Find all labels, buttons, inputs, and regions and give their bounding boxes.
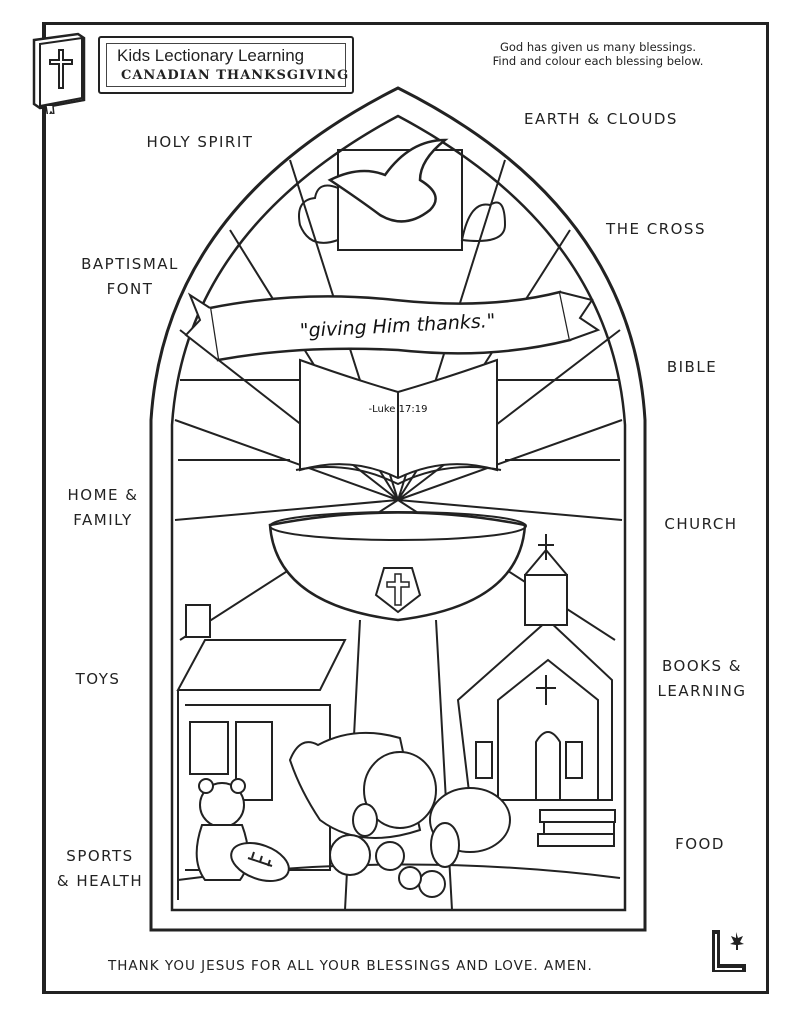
- label-the-cross: THE CROSS: [606, 220, 706, 238]
- instructions: God has given us many blessings. Find an…: [448, 40, 748, 68]
- title-badge: Kids Lectionary Learning CANADIAN THANKS…: [98, 36, 354, 94]
- label-baptismal-font-line-2: FONT: [106, 280, 154, 298]
- instructions-line-2: Find and colour each blessing below.: [492, 54, 704, 68]
- instructions-line-1: God has given us many blessings.: [499, 40, 697, 54]
- label-sports-health-line-1: SPORTS: [66, 847, 134, 865]
- label-baptismal-font: BAPTISMAL FONT: [58, 252, 202, 302]
- label-holy-spirit: HOLY SPIRIT: [146, 133, 254, 151]
- label-books-learning-line-1: BOOKS &: [662, 657, 742, 675]
- verse-reference: -Luke 17:19: [369, 404, 428, 415]
- header-title: Kids Lectionary Learning: [117, 46, 305, 65]
- bible-cross-icon: [32, 32, 86, 114]
- footer-prayer: THANK YOU JESUS FOR ALL YOUR BLESSINGS A…: [108, 958, 593, 974]
- dove-icon: [327, 138, 449, 223]
- label-sports-health-line-2: & HEALTH: [56, 872, 144, 890]
- label-food: FOOD: [675, 835, 725, 853]
- label-home-family-line-1: HOME &: [67, 486, 139, 504]
- label-books-learning: BOOKS & LEARNING: [640, 654, 764, 704]
- header-subtitle: CANADIAN THANKSGIVING: [121, 68, 350, 83]
- label-sports-health: SPORTS & HEALTH: [44, 844, 156, 894]
- cross-icon: [386, 573, 410, 606]
- label-baptismal-font-line-1: BAPTISMAL: [81, 255, 179, 273]
- maple-leaf-logo-icon: [712, 930, 746, 972]
- label-books-learning-line-2: LEARNING: [657, 682, 747, 700]
- label-home-family: HOME & FAMILY: [48, 483, 158, 533]
- label-church: CHURCH: [664, 515, 738, 533]
- label-earth-clouds: EARTH & CLOUDS: [524, 110, 678, 128]
- page-border: [42, 22, 769, 994]
- label-toys: TOYS: [75, 670, 121, 688]
- label-bible: BIBLE: [666, 358, 718, 376]
- label-home-family-line-2: FAMILY: [73, 511, 133, 529]
